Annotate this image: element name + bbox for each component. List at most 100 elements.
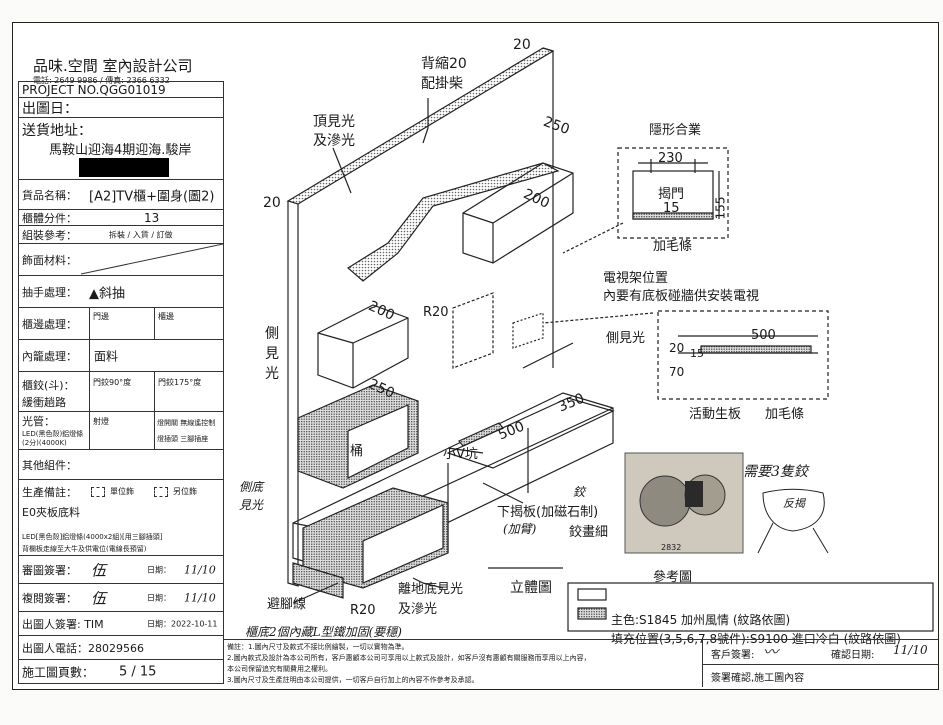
light-sub2: (2分)(4000K): [22, 439, 67, 447]
middle-left-box: [317, 304, 409, 389]
recheck-label: 複閱簽署：: [22, 591, 77, 605]
legend-main-swatch: [577, 588, 607, 601]
assembly-options: 拆裝 / 入貨 / 訂做: [109, 230, 173, 239]
light-opt2b: 燈插頭 三腳插座: [157, 435, 209, 443]
company-name: 品味.空間 室內設計公司: [33, 57, 193, 75]
side-light-label: 側: [265, 326, 279, 342]
hinge-hand-note: 鉸: [573, 485, 586, 499]
pages-label: 施工圖頁數：: [22, 665, 95, 679]
bottom-light-note2: 見光: [239, 498, 264, 512]
pages-row: 施工圖頁數： 5 / 15: [19, 660, 224, 684]
hinge-sketch: [762, 488, 825, 532]
dim-230: 230: [658, 151, 683, 166]
base-cabinet-top: [292, 392, 614, 574]
confirm-date-label: 確認日期:: [831, 650, 875, 661]
hinge-fine-label: 鉸畫細: [569, 525, 609, 540]
issue-date-row: 出圖日：: [19, 98, 224, 118]
back-recess-label: 背縮20: [421, 56, 467, 72]
edge-row: 櫃邊處理： 門邊 櫃邊: [19, 308, 224, 340]
note-1: 1.圖內尺寸及款式不接比例繪製，一切以實物為準。: [248, 643, 409, 651]
inner-row: 內籠處理： 面料: [19, 340, 224, 372]
bottom-light-note: 側底: [239, 480, 264, 494]
tv-pos-label: 電視架位置: [603, 271, 669, 286]
parts-label: 櫃體分件：: [22, 211, 77, 225]
edge-label: 櫃邊處理：: [22, 317, 77, 331]
floor-light-label: 離地底見光: [398, 582, 464, 597]
remark-line3: LED[黑色殼]鋁燈條(4000x2組)[用三腳插頭]: [22, 533, 163, 541]
isometric-drawing: [286, 47, 934, 632]
dim-15b: 15: [690, 347, 704, 360]
hinge-label2: 緩衝趟路: [22, 396, 66, 409]
confirm-date-value: 11/10: [893, 643, 928, 657]
hinge-opt2: 門鉸175°度: [158, 378, 202, 387]
handle-label: 抽手處理：: [22, 285, 77, 299]
address-value: 馬鞍山迎海4期迎海.駿岸: [49, 143, 192, 158]
back-panel-right: [542, 47, 554, 368]
bucket-label: 桶: [350, 444, 364, 459]
base-right-top: [446, 397, 615, 469]
light-opt1: 射燈: [93, 417, 109, 426]
facing-strike: [81, 244, 223, 275]
inner-value: 面料: [94, 349, 119, 363]
facing-label: 飾面材料：: [22, 253, 77, 267]
remark-line2: E0夾板底料: [22, 506, 80, 519]
view-title: 立體圖: [510, 580, 552, 596]
unit-finish-icon: [91, 486, 105, 497]
review-date-label: 日期：: [147, 565, 171, 574]
item-label: 貨品名稱：: [22, 188, 77, 202]
other-label: 其他組件：: [22, 458, 77, 472]
hinge-detail-box: [617, 147, 729, 239]
recheck-date-label: 日期：: [147, 593, 171, 602]
light-label: 光管：: [22, 415, 55, 428]
floor-light-label2: 及滲光: [398, 602, 438, 617]
phone-label: 出圖人電話：28029566: [22, 641, 144, 655]
client-sign-label: 客戶簽署:: [711, 650, 755, 661]
photo-code: 2832: [661, 543, 682, 552]
side-light-right: 側見光: [606, 331, 646, 346]
side-light-label3: 光: [265, 366, 279, 382]
add-strip-label2: 加毛條: [765, 407, 805, 422]
r20-lower: R20: [350, 603, 376, 618]
flap-label: 下揭板(加磁石制): [497, 505, 599, 520]
dim-15: 15: [663, 201, 680, 216]
phone-row: 出圖人電話：28029566: [19, 636, 224, 660]
other-row: 其他組件：: [19, 450, 224, 480]
recheck-signature: 伍: [91, 589, 107, 607]
light-sub1: LED(黑色殼)鋁燈條: [22, 430, 84, 438]
handle-row: 抽手處理： ▲斜抽: [19, 276, 224, 308]
note-2: 2.圖內款式及設計為本公司所有，客戶惠顧本公司可享用以上款式及設計，如客戶沒有惠…: [227, 654, 591, 662]
top-light-label2: 及滲光: [313, 133, 355, 149]
edge-opt1: 門邊: [93, 312, 109, 321]
left-side-panel: [287, 201, 299, 587]
small-v-groove: 小V坑: [443, 447, 478, 462]
dim-top: 20: [513, 37, 531, 53]
reinforce-hand-note: 櫃底2個內藏L型鐵加固(要穩): [245, 625, 402, 639]
hinge-row: 櫃鉸(斗)： 緩衝趟路 門鉸90°度 門鉸175°度: [19, 372, 224, 412]
inner-label: 內籠處理：: [22, 349, 77, 363]
remark-label: 生產備註：: [22, 486, 77, 499]
drafter-row: 出圖人簽署: TIM 日期：2022-10-11: [19, 612, 224, 636]
parts-value: 13: [144, 210, 160, 225]
dim-20-left: 20: [263, 195, 281, 211]
review-label: 審圖簽署：: [22, 563, 77, 577]
legend-frame: [567, 582, 934, 632]
dim-70: 70: [669, 365, 685, 379]
remark-line4: 背欄板走線至大牛及供電位(電線長預留): [22, 545, 147, 553]
project-no: PROJECT NO.QGG01019: [22, 82, 166, 97]
confirm-text: 簽署確認,施工圖內容: [711, 673, 805, 684]
address-label: 送貨地址：: [22, 123, 92, 139]
parts-row: 櫃體分件： 13: [19, 210, 224, 226]
redacted-block: [79, 158, 169, 177]
notes-label: 備註：: [227, 643, 248, 651]
recheck-row: 複閱簽署： 伍 日期： 11/10: [19, 584, 224, 612]
light-opt2a: 燈開關 無線遙控制: [157, 419, 216, 427]
company-contact: 電話: 2649 9986 / 傳真: 2366 6332: [33, 76, 170, 85]
title-block: PROJECT NO.QGG01019 出圖日： 送貨地址： 馬鞍山迎海4期迎海…: [18, 81, 224, 684]
other-finish-icon: [154, 486, 168, 497]
hinge-reference-photo: [624, 452, 744, 554]
dim-20b: 20: [669, 341, 685, 355]
item-row: 貨品名稱： [A2]TV櫃+圍身(圖2): [19, 180, 224, 210]
remark-opt1: 單位飾: [110, 487, 134, 496]
project-no-row: PROJECT NO.QGG01019: [19, 81, 224, 98]
top-shelf: [346, 162, 560, 282]
